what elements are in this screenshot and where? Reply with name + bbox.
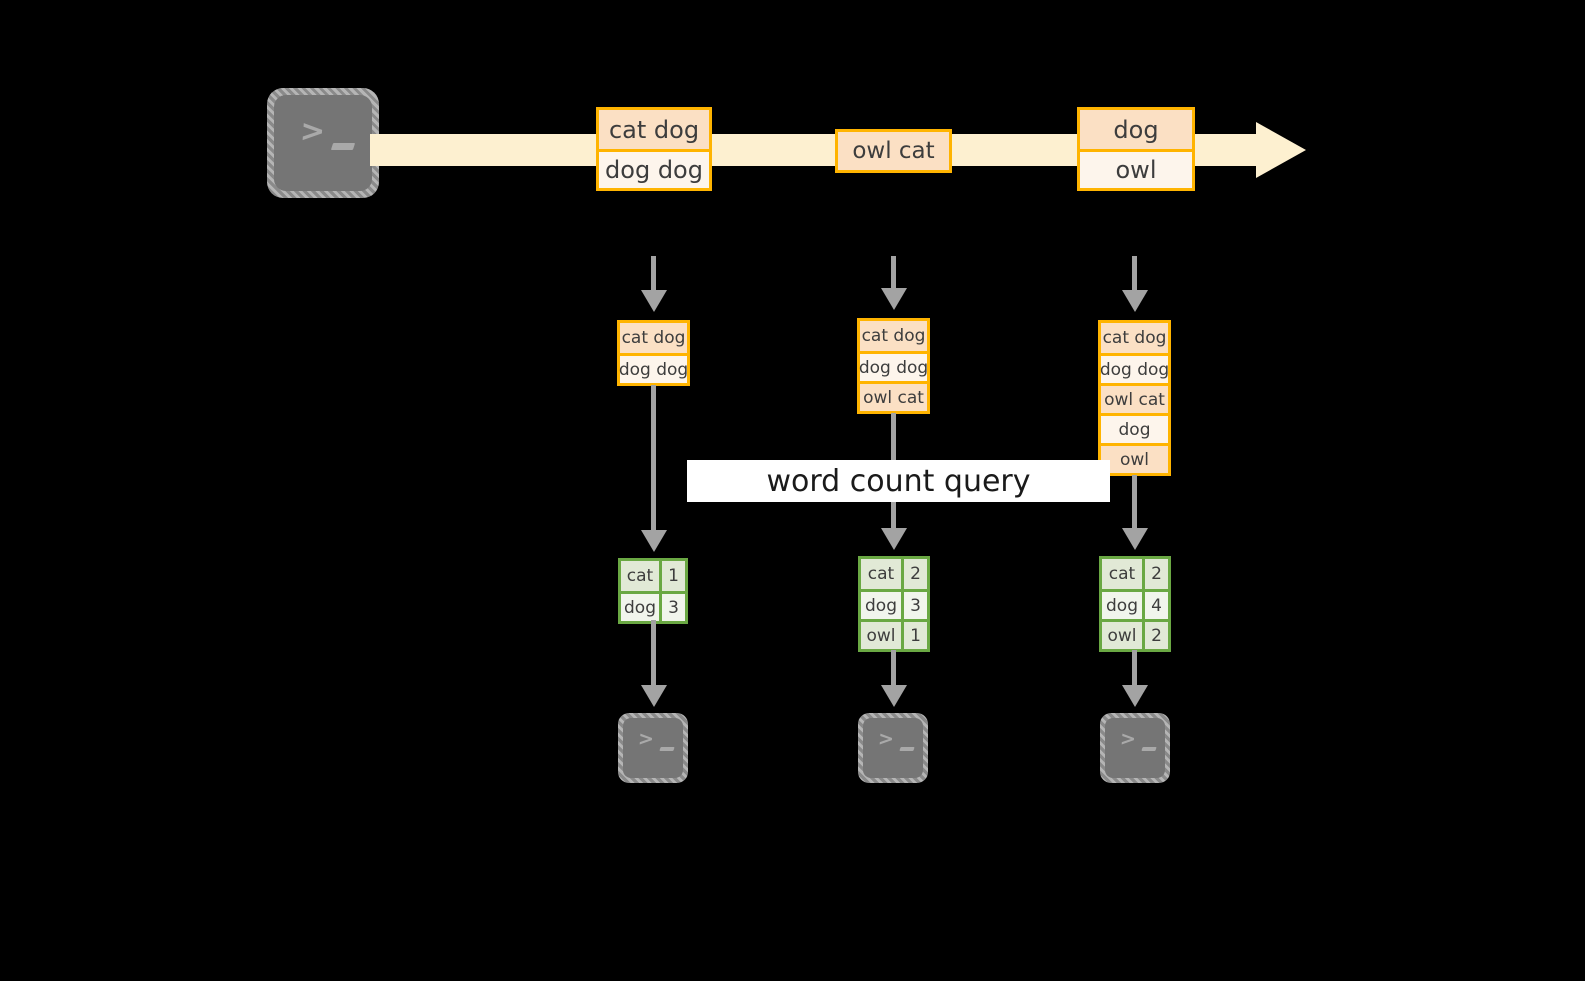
snapshot-1-query-arrow-line (651, 385, 656, 535)
snapshot-3-accumulated-box[interactable]: cat dog dog dog owl cat dog owl (1098, 320, 1171, 476)
terminal-chevron-icon: > (877, 728, 895, 750)
snapshot-2-sink-arrow-line (891, 650, 896, 688)
stream-message-1[interactable]: cat dog dog dog (596, 107, 712, 191)
result-word: dog (1102, 592, 1142, 619)
terminal-cursor-icon (659, 747, 675, 751)
result-word: cat (861, 559, 901, 589)
snapshot-2-dashed-connector (891, 256, 896, 290)
accumulated-line: owl cat (860, 381, 927, 411)
terminal-screen: > (623, 718, 683, 778)
accumulated-line: dog dog (1100, 353, 1169, 383)
result-word: dog (621, 594, 659, 621)
terminal-cursor-icon (899, 747, 915, 751)
terminal-screen: > (274, 95, 372, 191)
stream-message-3[interactable]: dog owl (1077, 107, 1195, 191)
accumulated-line: dog dog (859, 351, 928, 381)
snapshot-2-accumulated-box[interactable]: cat dog dog dog owl cat (857, 318, 930, 414)
accumulated-line: owl cat (1101, 383, 1168, 413)
result-count: 2 (1142, 559, 1168, 589)
snapshot-1-sink-arrowhead-icon (641, 685, 667, 707)
snapshot-1-dashed-arrowhead-icon (641, 290, 667, 312)
query-label-text: word count query (766, 463, 1031, 499)
stream-arrowhead-icon (1256, 122, 1306, 178)
stream-message-line: owl (1080, 149, 1192, 188)
terminal-cursor-icon (1141, 747, 1157, 751)
snapshot-3-dashed-connector (1132, 256, 1137, 292)
source-terminal-icon: > (267, 88, 379, 198)
result-row: owl 1 (861, 619, 927, 649)
result-count: 3 (901, 592, 927, 619)
snapshot-2-dashed-arrowhead-icon (881, 288, 907, 310)
stream-message-line: dog dog (599, 149, 709, 188)
result-row: owl 2 (1102, 619, 1168, 649)
snapshot-3-result-table[interactable]: cat 2 dog 4 owl 2 (1099, 556, 1171, 652)
result-row: cat 2 (1102, 559, 1168, 589)
result-row: dog 3 (621, 591, 685, 621)
snapshot-3-query-arrowhead-icon (1122, 528, 1148, 550)
result-row: dog 4 (1102, 589, 1168, 619)
result-word: dog (861, 592, 901, 619)
snapshot-1-dashed-connector (651, 256, 656, 292)
result-count: 2 (1142, 622, 1168, 649)
snapshot-1-sink-terminal-icon: > (618, 713, 688, 783)
terminal-screen: > (863, 718, 923, 778)
result-count: 4 (1142, 592, 1168, 619)
snapshot-2-query-arrowhead-icon (881, 528, 907, 550)
stream-message-line: dog (1080, 110, 1192, 149)
terminal-chevron-icon: > (637, 728, 655, 750)
accumulated-line: dog (1101, 413, 1168, 443)
stream-message-2[interactable]: owl cat (835, 129, 952, 173)
accumulated-line: cat dog (1101, 323, 1168, 353)
snapshot-2-sink-arrowhead-icon (881, 685, 907, 707)
terminal-chevron-icon: > (298, 114, 327, 149)
terminal-cursor-icon (330, 143, 356, 150)
snapshot-1-accumulated-box[interactable]: cat dog dog dog (617, 320, 690, 386)
terminal-chevron-icon: > (1119, 728, 1137, 750)
accumulated-line: dog dog (619, 353, 688, 383)
result-count: 1 (901, 622, 927, 649)
accumulated-line: cat dog (860, 321, 927, 351)
result-word: cat (1102, 559, 1142, 589)
snapshot-3-query-arrow-line (1132, 475, 1137, 533)
result-word: owl (1102, 622, 1142, 649)
snapshot-1-query-arrowhead-icon (641, 530, 667, 552)
result-word: cat (621, 561, 659, 591)
snapshot-1-sink-arrow-line (651, 620, 656, 688)
snapshot-3-sink-arrowhead-icon (1122, 685, 1148, 707)
query-label: word count query (687, 460, 1110, 502)
result-count: 1 (659, 561, 685, 591)
result-row: dog 3 (861, 589, 927, 619)
result-word: owl (861, 622, 901, 649)
snapshot-3-sink-terminal-icon: > (1100, 713, 1170, 783)
result-count: 2 (901, 559, 927, 589)
terminal-screen: > (1105, 718, 1165, 778)
accumulated-line: cat dog (620, 323, 687, 353)
stream-message-line: owl cat (838, 132, 949, 170)
result-row: cat 1 (621, 561, 685, 591)
result-count: 3 (659, 594, 685, 621)
accumulated-line: owl (1101, 443, 1168, 473)
snapshot-2-result-table[interactable]: cat 2 dog 3 owl 1 (858, 556, 930, 652)
result-row: cat 2 (861, 559, 927, 589)
snapshot-3-sink-arrow-line (1132, 650, 1137, 688)
snapshot-3-dashed-arrowhead-icon (1122, 290, 1148, 312)
snapshot-1-result-table[interactable]: cat 1 dog 3 (618, 558, 688, 624)
stream-message-line: cat dog (599, 110, 709, 149)
snapshot-2-sink-terminal-icon: > (858, 713, 928, 783)
